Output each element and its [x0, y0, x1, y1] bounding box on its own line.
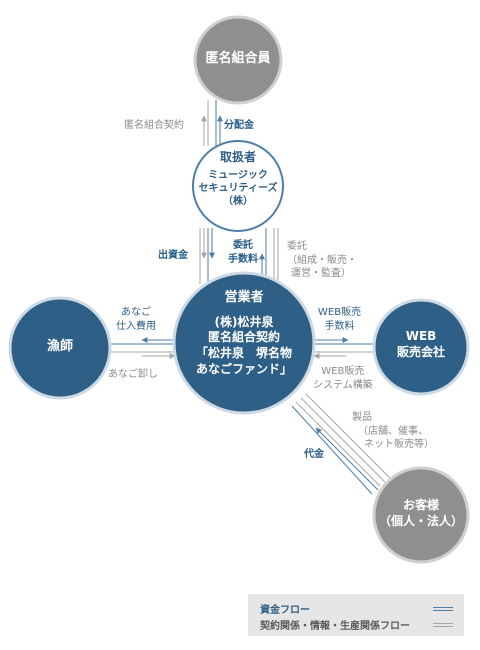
operator-line2: 匿名組合契約	[207, 330, 280, 345]
web-fee-line2: 手数料	[324, 320, 355, 332]
investors-label: 匿名組合員	[195, 51, 281, 68]
products-label: 製品 （店舗、催事、 ネット販売等）	[352, 411, 434, 452]
operator-line1: (株)松井泉	[214, 314, 274, 329]
handler-line2: セキュリティーズ	[198, 182, 278, 194]
commission-line2: 手数料	[228, 253, 258, 265]
handler-node	[192, 140, 284, 232]
edge-fisher-operator	[110, 337, 176, 359]
customer-node	[372, 466, 470, 564]
investors-node	[193, 15, 283, 105]
entrust-line3: 運営・監査）	[291, 268, 351, 279]
operator-line4: あなごファンド」	[195, 361, 292, 376]
anago-cost-line2: 仕入費用	[116, 320, 156, 332]
web-line1: WEB	[405, 329, 437, 343]
entrust-line2: （組成・販売・	[287, 254, 357, 266]
anago-cost-line1: あなご	[121, 307, 151, 318]
investors-name: 匿名組合員	[205, 51, 271, 66]
fisher-label: 漁師	[20, 339, 100, 356]
web-line2: 販売会社	[396, 344, 445, 359]
web-label: WEB 販売会社	[378, 329, 464, 360]
contract-label: 匿名組合契約	[124, 120, 184, 131]
operator-node	[172, 271, 316, 415]
entrust-label: 委託 （組成・販売・ 運営・監査）	[287, 240, 357, 281]
investment-label: 出資金	[158, 250, 188, 261]
operator-title: 営業者	[224, 290, 264, 305]
fisher-name: 漁師	[46, 339, 73, 354]
handler-line3: （株）	[223, 195, 253, 207]
web-node	[372, 298, 470, 396]
edge-operator-customer	[291, 393, 391, 495]
legend-relation-line	[433, 623, 453, 627]
entrust-line1: 委託	[287, 241, 307, 252]
web-system-label: WEB販売 システム構築	[313, 365, 373, 392]
web-system-line2: システム構築	[313, 379, 373, 391]
anago-wholesale-label: あなご卸し	[108, 369, 158, 380]
products-line3: ネット販売等）	[364, 439, 434, 450]
legend-relation-label: 契約関係・情報・生産関係フロー	[260, 621, 410, 632]
customer-line2: （個人・法人）	[378, 513, 463, 528]
web-fee-label: WEB販売 手数料	[318, 306, 361, 333]
edge-operator-web	[313, 337, 375, 359]
commission-line1: 委託	[233, 240, 253, 251]
products-line1: 製品	[352, 412, 372, 423]
distribution-label: 分配金	[224, 120, 254, 131]
anago-cost-label: あなご 仕入費用	[116, 306, 156, 333]
legend-money-line	[433, 607, 453, 611]
customer-line1: お客様	[402, 498, 439, 512]
payment-label: 代金	[304, 449, 324, 460]
web-system-line1: WEB販売	[321, 366, 365, 377]
handler-title: 取扱者	[219, 150, 256, 164]
web-fee-line1: WEB販売	[318, 307, 362, 318]
edge-investors-handler	[201, 100, 223, 146]
handler-line1: ミュージック	[208, 169, 268, 181]
operator-label: 営業者 (株)松井泉 匿名組合契約 「松井泉 堺名物 あなごファンド」	[176, 290, 312, 377]
customer-label: お客様 （個人・法人）	[373, 498, 469, 529]
handler-label: 取扱者 ミュージック セキュリティーズ （株）	[193, 150, 283, 208]
operator-line3: 「松井泉 堺名物	[195, 346, 292, 361]
legend: 資金フロー 契約関係・情報・生産関係フロー	[248, 594, 464, 636]
legend-money-label: 資金フロー	[260, 605, 310, 616]
fisher-node	[8, 296, 112, 400]
edge-handler-operator	[199, 228, 279, 284]
commission-label: 委託 手数料	[228, 239, 258, 266]
products-line2: （店舗、催事、	[358, 425, 428, 437]
